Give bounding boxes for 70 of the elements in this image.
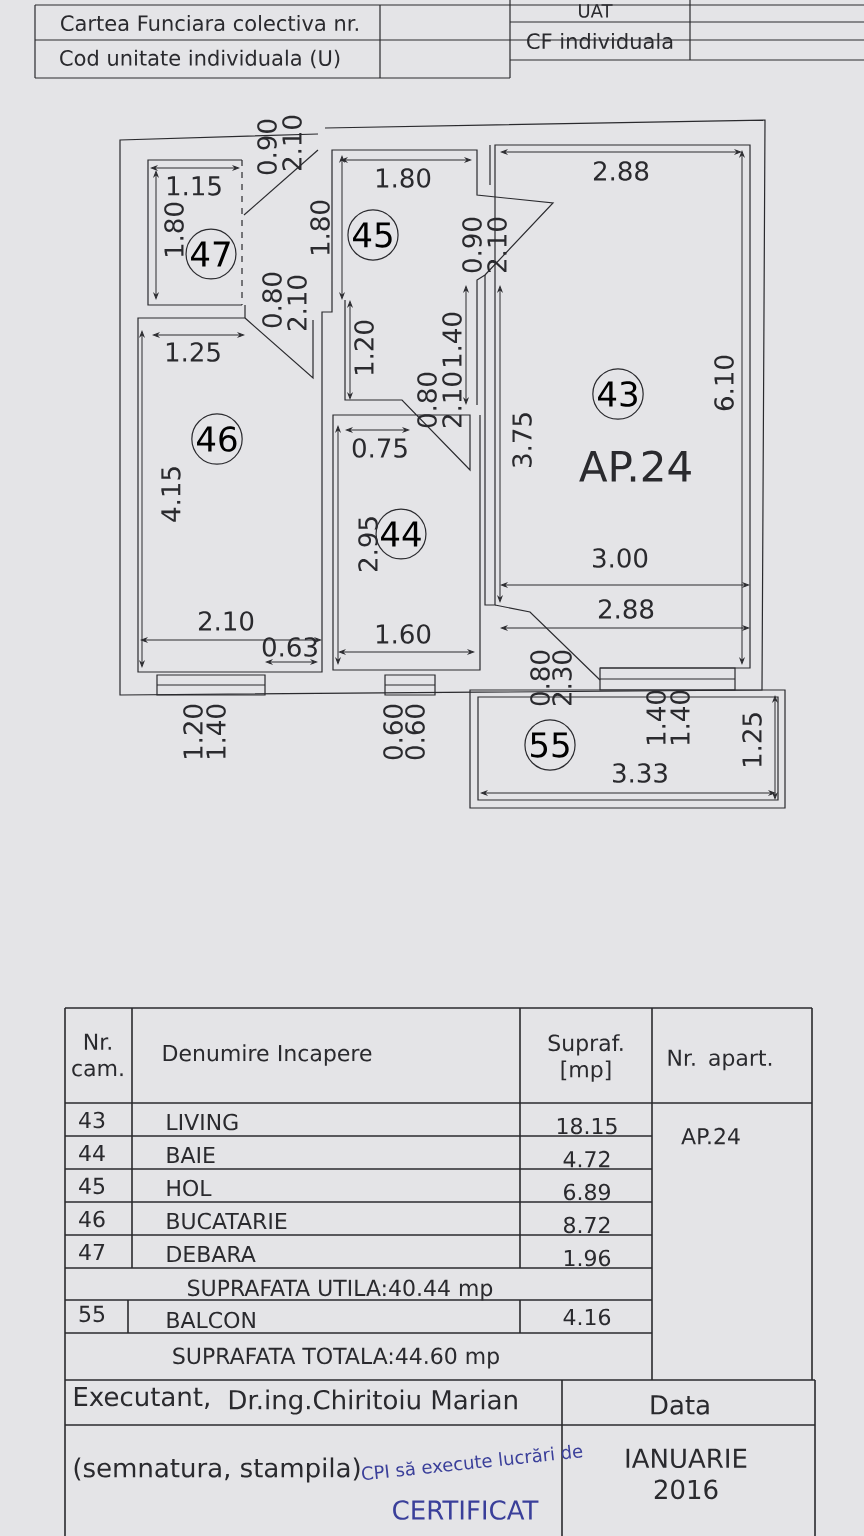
dimension-label: 2.88 <box>598 599 654 619</box>
room-number: 45 <box>347 209 399 261</box>
column-header: Nr. apart. <box>668 1049 772 1071</box>
room-number: 55 <box>524 719 576 771</box>
dimension-label: 2.10 <box>442 372 462 428</box>
column-header: Nr. cam. <box>72 1033 123 1077</box>
room-number-text: 46 <box>79 1210 105 1228</box>
room-number: 43 <box>592 368 644 420</box>
area-value: 6.89 <box>564 1183 610 1201</box>
room-number-text: 55 <box>79 1305 105 1323</box>
dimension-label: 0.90 <box>257 119 277 175</box>
area-value: 18.15 <box>557 1117 617 1135</box>
dimension-label: 1.25 <box>166 342 220 362</box>
dimension-label: 1.60 <box>376 624 431 644</box>
date-label: Data <box>651 1395 709 1415</box>
header-text: Cartea Funciara colectiva nr. <box>61 14 358 32</box>
room-name: BUCATARIE <box>167 1212 287 1230</box>
room-name: LIVING <box>167 1113 238 1131</box>
dimension-label: 1.20 <box>183 704 203 759</box>
date-value: IANUARIE 2016 <box>626 1448 747 1500</box>
room-number: 46 <box>191 413 243 465</box>
area-value: 1.96 <box>564 1249 611 1267</box>
total-area-text: SUPRAFATA TOTALA:44.60 mp <box>173 1347 499 1369</box>
dimension-label: 0.63 <box>262 637 317 657</box>
executant-label: Executant, <box>74 1387 209 1409</box>
dimension-label: 1.25 <box>742 713 762 767</box>
stamp-text: CERTIFICAT <box>393 1500 539 1520</box>
room-number-text: 45 <box>79 1177 105 1195</box>
room-name: DEBARA <box>167 1246 256 1263</box>
room-name: HOL <box>167 1179 212 1197</box>
area-value: 4.16 <box>563 1308 611 1326</box>
room-name: BAIE <box>167 1147 215 1164</box>
room-number-text: 43 <box>79 1111 105 1129</box>
dimension-label: 2.88 <box>593 161 649 181</box>
column-header: Denumire Incapere <box>163 1044 372 1066</box>
room-number: 47 <box>185 228 237 280</box>
dimension-label: 0.90 <box>462 217 482 273</box>
dimension-label: 0.80 <box>417 372 437 428</box>
dimension-label: 1.80 <box>310 200 330 255</box>
header-text: Cod unitate individuala (U) <box>60 49 340 69</box>
room-number-text: 44 <box>79 1145 105 1162</box>
dimension-label: 2.10 <box>282 115 302 171</box>
dimension-label: 1.40 <box>646 690 666 745</box>
dimension-label: 3.00 <box>593 548 648 568</box>
dimension-label: 1.40 <box>442 312 462 367</box>
apartment-label: AP.24 <box>681 1127 740 1145</box>
total-area-text: SUPRAFATA UTILA:40.44 mp <box>188 1279 493 1301</box>
dimension-label: 2.10 <box>287 275 307 331</box>
dimension-label: 0.60 <box>405 704 425 760</box>
column-header: Supraf. [mp] <box>548 1034 623 1082</box>
dimension-label: 1.40 <box>670 690 690 745</box>
header-text: CF individuala <box>527 32 673 50</box>
header-text: UAT <box>579 4 613 18</box>
room-number-text: 47 <box>79 1244 105 1261</box>
dimension-label: 2.10 <box>487 217 507 273</box>
dimension-label: 2.95 <box>358 517 378 572</box>
dimension-label: 0.60 <box>383 704 403 760</box>
dimension-label: 0.80 <box>262 272 282 328</box>
area-value: 4.72 <box>563 1150 610 1168</box>
dimension-label: 1.20 <box>354 320 374 375</box>
area-value: 8.72 <box>564 1216 610 1234</box>
dimension-label: 1.40 <box>206 704 226 759</box>
room-name: BALCON <box>167 1311 255 1329</box>
signature-label: (semnatura, stampila) <box>74 1457 360 1483</box>
dimension-label: 3.75 <box>512 413 532 467</box>
engineer-name: Dr.ing.Chiritoiu Marian <box>229 1389 517 1415</box>
stamp-text: CPI să execute lucrări de <box>362 1444 583 1480</box>
dimension-label: 2.10 <box>198 611 254 631</box>
dimension-label: 1.80 <box>164 202 184 257</box>
dimension-label: 3.33 <box>613 763 667 783</box>
